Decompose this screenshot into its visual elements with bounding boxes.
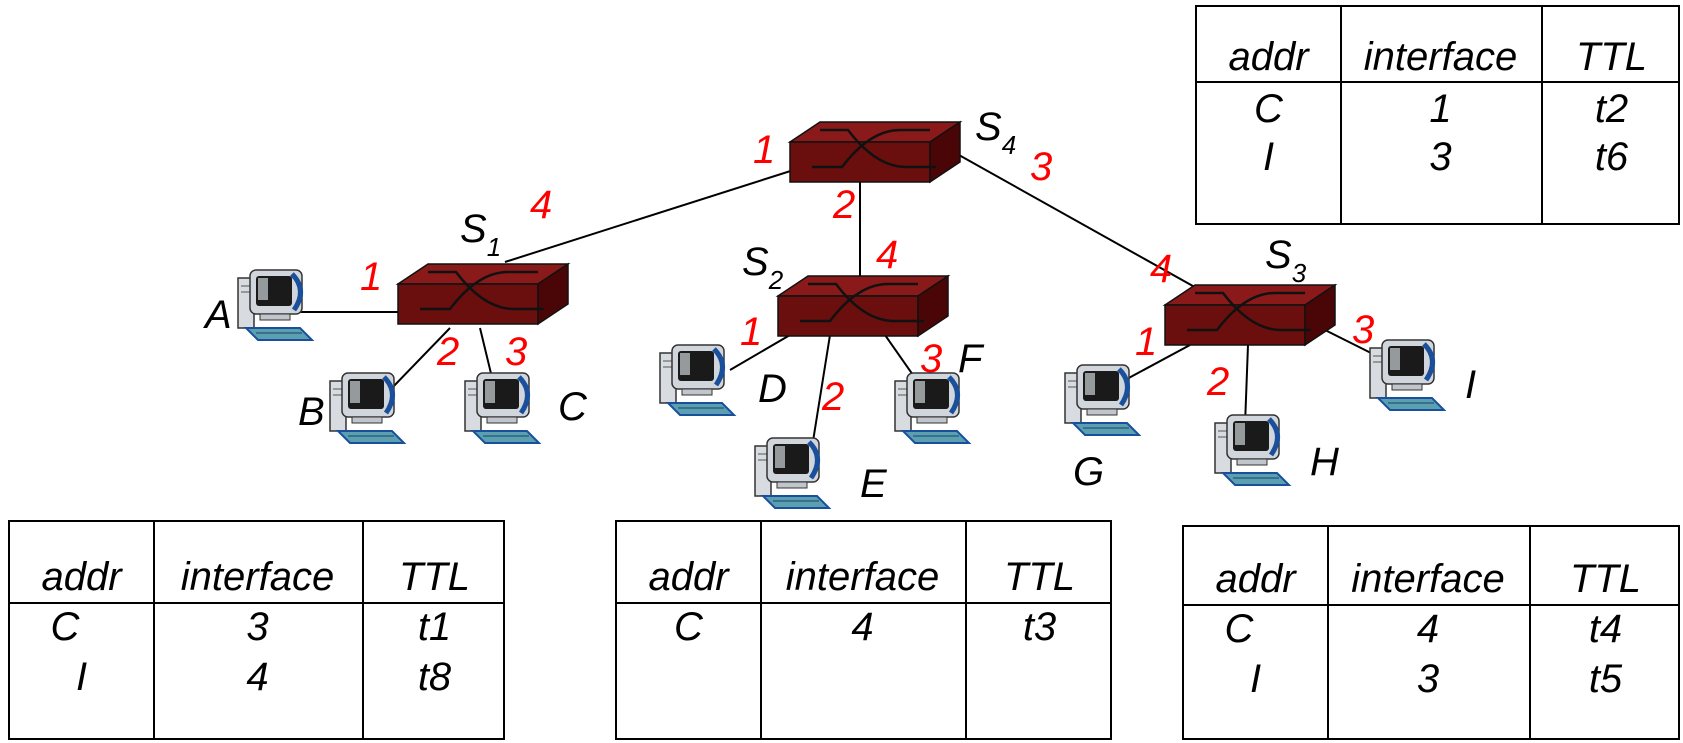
port-s4-3: 3 <box>1030 145 1052 189</box>
port-s2-4: 4 <box>876 233 898 277</box>
cell-ttl: t4 <box>1588 607 1623 651</box>
cell-interface: 1 <box>1429 87 1452 131</box>
cell-addr: I <box>1262 135 1275 179</box>
header-interface: interface <box>785 555 940 599</box>
cell-ttl: t3 <box>1022 605 1057 649</box>
cell-addr: C <box>1254 87 1283 131</box>
switch-table-s1: addr interface TTL C 3 t1 I 4 t8 <box>8 520 505 740</box>
host-label-f: F <box>958 337 985 381</box>
table-header-divider <box>1184 604 1678 606</box>
cell-addr: I <box>75 655 88 699</box>
port-s3-2: 2 <box>1206 360 1229 404</box>
port-s1-4: 4 <box>530 183 552 227</box>
table-header-divider <box>617 602 1110 604</box>
cell-ttl: t6 <box>1594 135 1629 179</box>
switch-table-s4: addr interface TTL C 1 t2 I 3 t6 <box>1195 5 1680 225</box>
header-interface: interface <box>1363 35 1518 79</box>
host-label-i: I <box>1465 363 1476 407</box>
switch-label-s4: S4 <box>975 105 1016 160</box>
port-s1-2: 2 <box>436 330 459 374</box>
table-divider <box>1327 527 1329 738</box>
host-label-g: G <box>1073 450 1104 494</box>
cell-addr: C <box>1224 607 1254 651</box>
host-label-b: B <box>298 390 325 434</box>
header-addr: addr <box>648 555 729 599</box>
host-a-computer-icon <box>238 270 312 340</box>
switch-s2-icon <box>776 274 950 338</box>
host-b-computer-icon <box>330 373 404 443</box>
cell-addr: C <box>674 605 703 649</box>
switch-label-s2: S2 <box>742 240 784 295</box>
port-s1-1: 1 <box>360 255 382 299</box>
cell-ttl: t1 <box>417 605 452 649</box>
switch-s1-icon <box>396 262 570 326</box>
host-g-computer-icon <box>1065 365 1139 435</box>
port-s2-3: 3 <box>920 337 942 381</box>
header-interface: interface <box>1351 557 1505 601</box>
cell-ttl: t5 <box>1588 657 1623 701</box>
cell-ttl: t8 <box>417 655 452 699</box>
switch-s3-icon <box>1163 283 1337 347</box>
host-label-c: C <box>558 385 588 429</box>
cell-interface: 4 <box>1416 607 1440 651</box>
host-c-computer-icon <box>465 373 539 443</box>
table-divider <box>362 522 364 738</box>
cell-interface: 3 <box>1429 135 1452 179</box>
cell-interface: 3 <box>1416 657 1440 701</box>
table-divider <box>760 522 762 738</box>
cell-addr: C <box>50 605 80 649</box>
host-label-h: H <box>1310 440 1339 484</box>
host-e-computer-icon <box>755 438 829 508</box>
port-s2-2: 2 <box>821 375 844 419</box>
host-label-e: E <box>860 462 888 506</box>
host-label-d: D <box>758 367 787 411</box>
port-s2-1: 1 <box>740 310 762 354</box>
switch-table-s3: addr interface TTL C 4 t4 I 3 t5 <box>1182 525 1680 740</box>
cell-ttl: t2 <box>1594 87 1629 131</box>
port-s3-1: 1 <box>1135 320 1157 364</box>
host-f-computer-icon <box>895 373 969 443</box>
switch-s4-icon <box>788 120 962 184</box>
header-addr: addr <box>41 555 122 599</box>
port-s3-4: 4 <box>1150 247 1172 291</box>
cell-addr: I <box>1249 657 1262 701</box>
port-s4-2: 2 <box>832 183 855 227</box>
header-ttl: TTL <box>398 555 471 599</box>
table-divider <box>153 522 155 738</box>
port-s1-3: 3 <box>505 330 527 374</box>
port-s4-1: 1 <box>753 128 775 172</box>
table-header-divider <box>1197 81 1678 83</box>
switch-table-s2: addr interface TTL C 4 t3 <box>615 520 1112 740</box>
host-label-a: A <box>203 293 232 337</box>
host-i-computer-icon <box>1370 340 1444 410</box>
header-ttl: TTL <box>1575 35 1648 79</box>
cell-interface: 4 <box>246 655 269 699</box>
table-divider <box>1529 527 1531 738</box>
cell-interface: 3 <box>246 605 269 649</box>
port-s3-3: 3 <box>1352 308 1374 352</box>
table-divider <box>1541 7 1543 223</box>
host-d-computer-icon <box>660 345 734 415</box>
header-interface: interface <box>180 555 335 599</box>
header-addr: addr <box>1215 557 1296 601</box>
table-divider <box>1340 7 1342 223</box>
switch-label-s3: S3 <box>1265 233 1307 288</box>
header-ttl: TTL <box>1003 555 1076 599</box>
table-divider <box>965 522 967 738</box>
header-addr: addr <box>1228 35 1309 79</box>
table-header-divider <box>10 602 503 604</box>
header-ttl: TTL <box>1569 557 1642 601</box>
switch-label-s1: S1 <box>460 207 501 262</box>
host-h-computer-icon <box>1215 415 1289 485</box>
cell-interface: 4 <box>851 605 874 649</box>
links <box>300 149 1386 461</box>
